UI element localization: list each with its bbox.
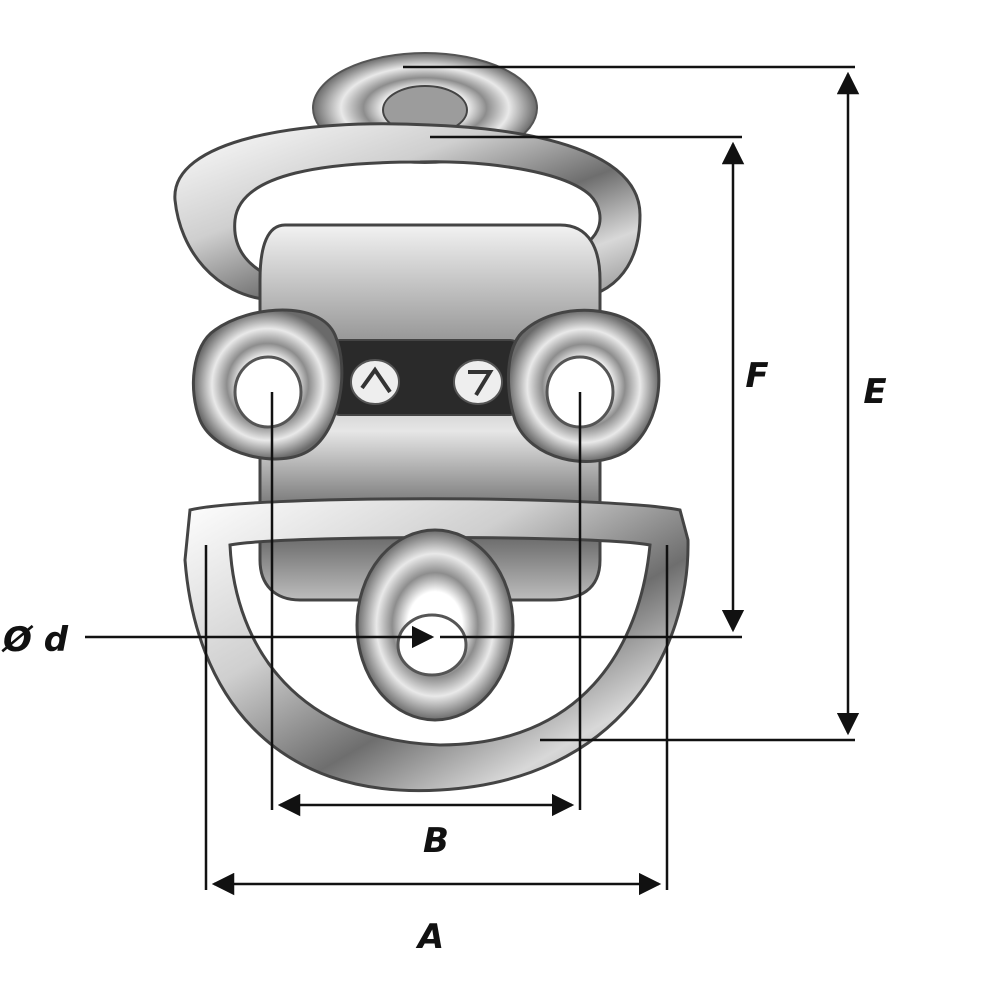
dimension-lines (85, 65, 860, 896)
bottom-boss-hole (396, 613, 468, 677)
fitting-illustration (173, 52, 690, 793)
upper-ring (173, 122, 642, 302)
label-a: A (415, 917, 444, 957)
screw-right-slot (468, 370, 494, 397)
label-f: F (745, 356, 768, 396)
label-b: B (423, 821, 449, 861)
label-e: E (863, 372, 886, 412)
left-lug-hole (233, 355, 303, 429)
screw-left-slot (360, 366, 392, 394)
screw-right (453, 359, 503, 405)
screw-left (350, 359, 400, 405)
label-d: Ø d (1, 620, 69, 660)
